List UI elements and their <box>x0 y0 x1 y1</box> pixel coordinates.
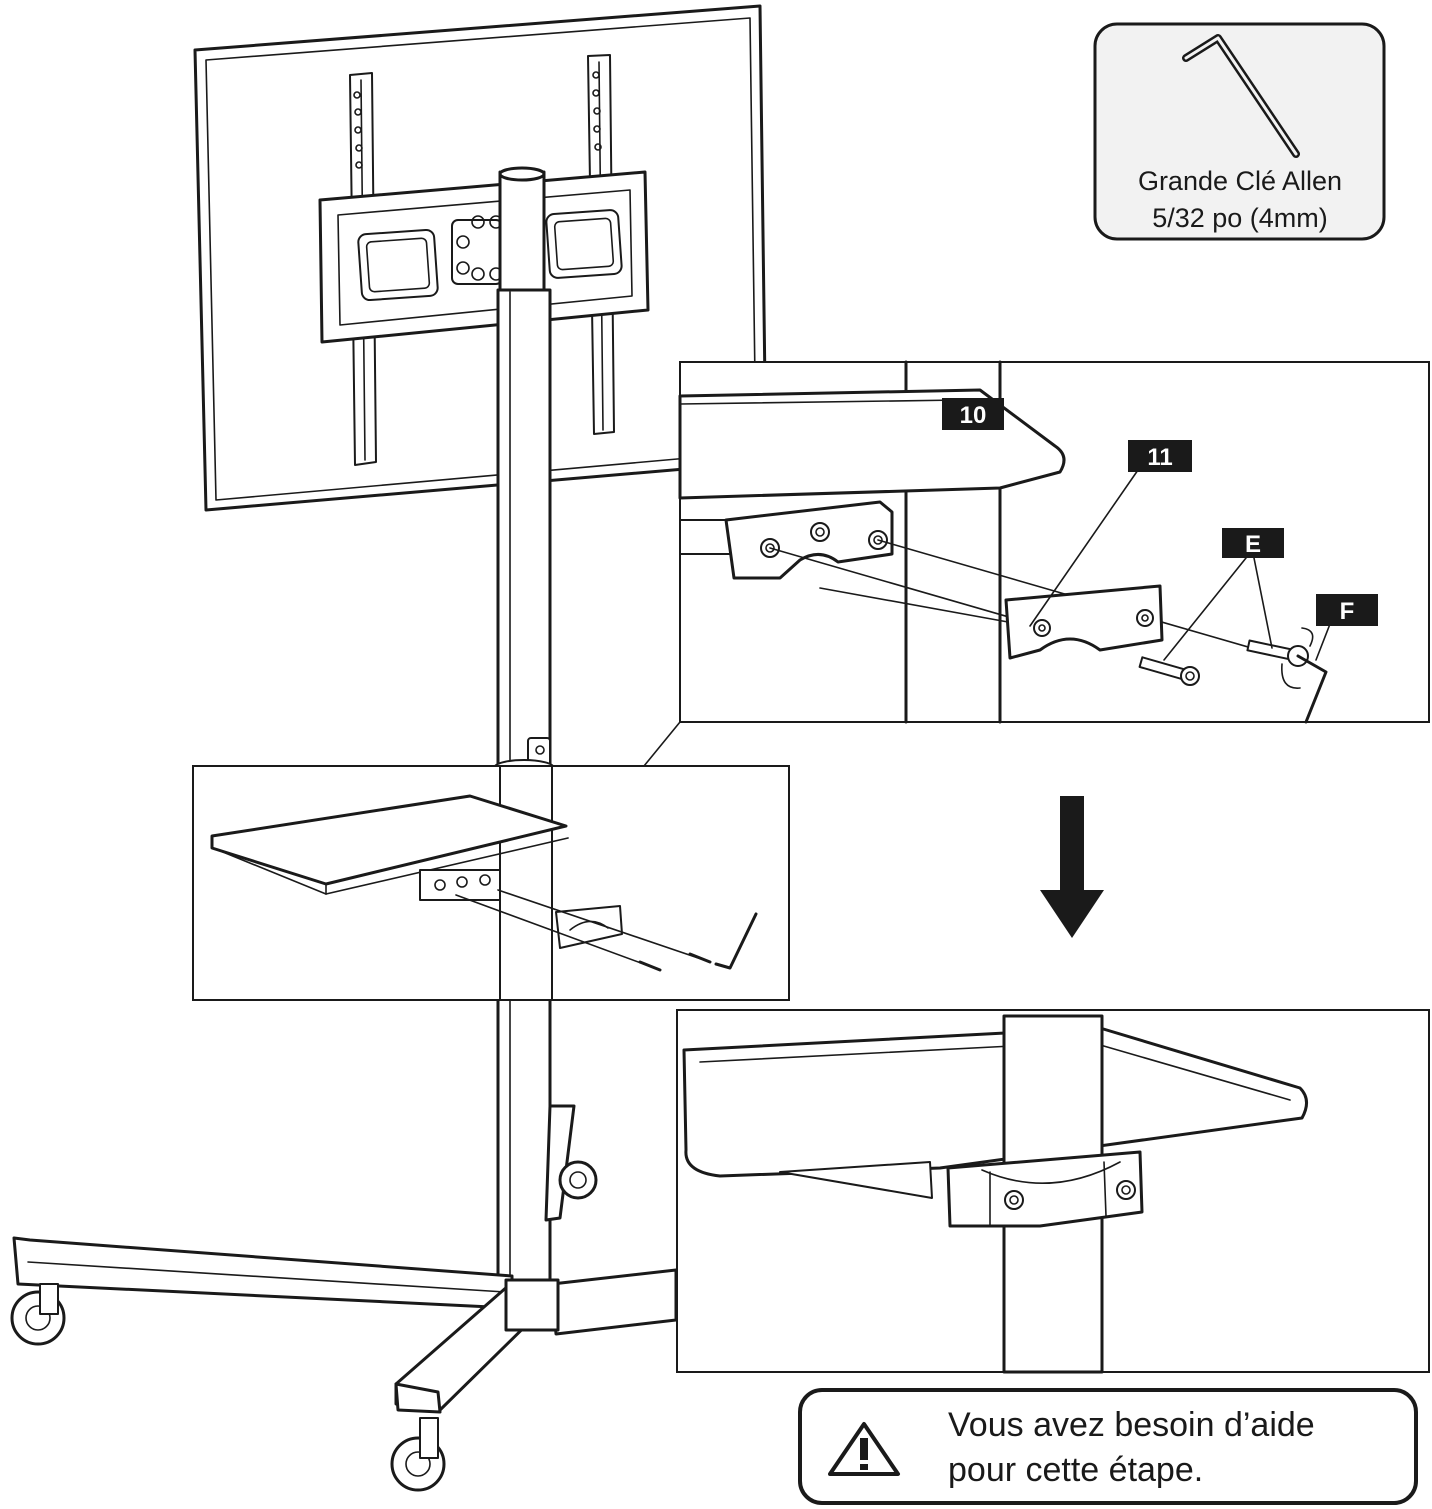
caster-wheel-front <box>390 1417 446 1492</box>
help-note: Vous avez besoin d’aide pour cette étape… <box>798 1388 1418 1505</box>
vesa-mount-bracket <box>318 54 650 466</box>
detail-assembled-view <box>676 1009 1430 1374</box>
tool-size: 5/32 po (4mm) <box>1152 203 1328 233</box>
part-tag-11-label: 11 <box>1147 444 1172 471</box>
part-tag-10-label: 10 <box>960 402 987 429</box>
inset-shelf-overview <box>192 765 790 1001</box>
detail-leader-line <box>643 721 681 767</box>
part-tag-e-label: E <box>1245 531 1261 558</box>
detail-exploded-view <box>678 360 1430 724</box>
tool-name: Grande Clé Allen <box>1138 166 1342 196</box>
tool-box: Grande Clé Allen 5/32 po (4mm) <box>1093 22 1386 241</box>
help-note-line2: pour cette étape. <box>948 1451 1203 1489</box>
main-pole <box>496 166 552 1292</box>
caster-wheel-left <box>10 1283 66 1346</box>
allen-key-icon <box>1182 34 1300 158</box>
part-tag-e: E <box>1222 528 1284 558</box>
part-tag-11: 11 <box>1128 440 1192 472</box>
warning-icon <box>828 1422 900 1476</box>
caster-wheel-rear <box>558 1160 598 1200</box>
part-tag-f-label: F <box>1340 598 1355 625</box>
part-tag-10: 10 <box>942 398 1004 430</box>
down-arrow-icon <box>1040 796 1104 938</box>
help-note-line1: Vous avez besoin d’aide <box>948 1406 1315 1444</box>
part-tag-f: F <box>1316 594 1378 626</box>
rolling-base <box>12 1104 678 1414</box>
